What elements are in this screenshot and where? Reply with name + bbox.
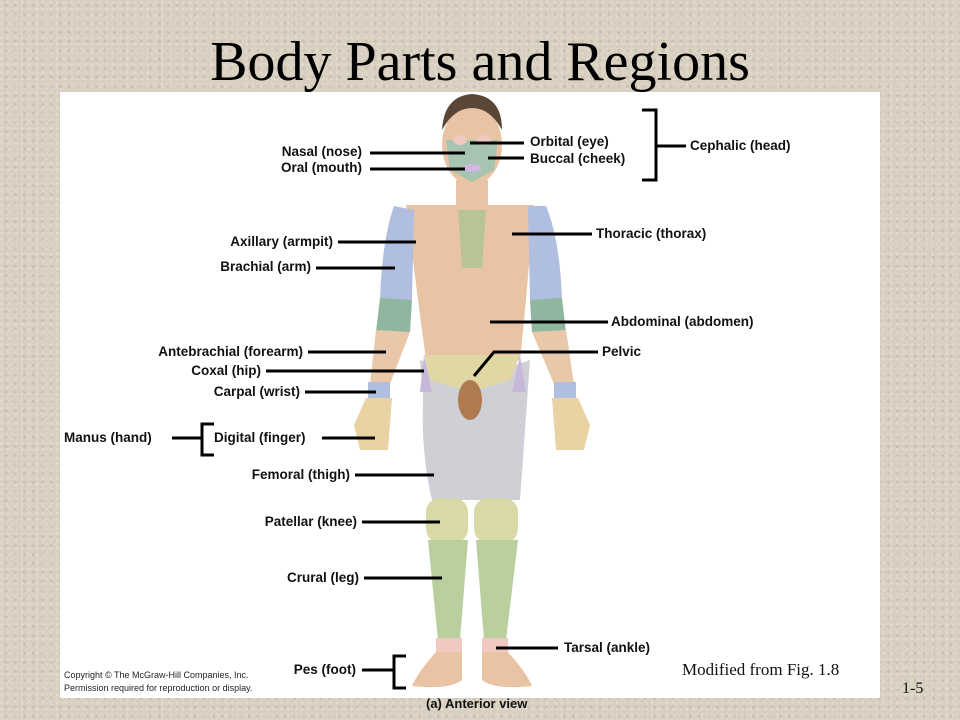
view-label: (a) Anterior view: [426, 696, 528, 711]
left-hip: [420, 356, 432, 392]
body-illustration: [354, 94, 590, 688]
right-hip: [512, 356, 526, 392]
label-patellar: Patellar (knee): [264, 514, 357, 529]
right-crural: [476, 540, 518, 640]
label-orbital: Orbital (eye): [530, 134, 609, 149]
left-knee: [426, 498, 468, 543]
label-manus: Manus (hand): [64, 430, 152, 445]
figure-caption: Modified from Fig. 1.8: [682, 660, 840, 679]
label-digital: Digital (finger): [214, 430, 306, 445]
slide-number: 1-5: [902, 680, 924, 697]
left-upper-arm: [380, 206, 414, 300]
right-upper-arm: [528, 206, 562, 300]
label-antebrachial: Antebrachial (forearm): [158, 344, 303, 359]
pelvic-region: [424, 355, 520, 392]
genital: [458, 380, 482, 420]
label-crural: Crural (leg): [286, 570, 359, 585]
hair: [442, 94, 502, 130]
label-brachial: Brachial (arm): [220, 259, 311, 274]
label-axillary: Axillary (armpit): [230, 234, 333, 249]
label-coxal: Coxal (hip): [191, 363, 261, 378]
label-buccal: Buccal (cheek): [530, 151, 626, 166]
copyright-line-2: Permission required for reproduction or …: [64, 683, 253, 693]
label-nasal: Nasal (nose): [281, 144, 362, 159]
left-foot: [412, 652, 462, 688]
thorax-center: [458, 210, 486, 268]
right-knee: [474, 498, 518, 543]
right-forearm: [532, 330, 574, 384]
left-hand: [354, 398, 392, 450]
label-tarsal: Tarsal (ankle): [564, 640, 651, 655]
label-pelvic: Pelvic: [602, 344, 642, 359]
label-cephalic: Cephalic (head): [690, 138, 791, 153]
face-region: [446, 140, 498, 182]
label-pes: Pes (foot): [293, 662, 356, 677]
copyright-line-1: Copyright © The McGraw-Hill Companies, I…: [64, 670, 249, 680]
label-abdominal: Abdominal (abdomen): [611, 314, 754, 329]
right-foot: [482, 652, 532, 688]
label-oral: Oral (mouth): [281, 160, 362, 175]
label-femoral: Femoral (thigh): [251, 467, 350, 482]
left-crural: [428, 540, 468, 640]
slide-title: Body Parts and Regions: [210, 31, 750, 93]
right-hand: [552, 398, 590, 450]
label-thoracic: Thoracic (thorax): [596, 226, 707, 241]
label-carpal: Carpal (wrist): [213, 384, 300, 399]
leader-lines: [172, 108, 686, 690]
left-forearm: [370, 330, 410, 384]
